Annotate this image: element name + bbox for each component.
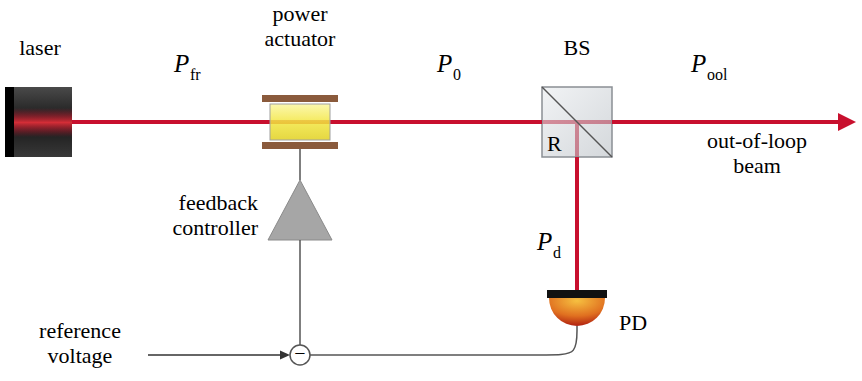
laser-beam (575, 157, 579, 290)
controller-triangle (268, 180, 332, 240)
signal-wire (299, 149, 301, 180)
reflectivity-label: R (547, 131, 567, 156)
laser-body (5, 87, 72, 157)
actuator-body (262, 95, 338, 149)
laser-beam (338, 120, 542, 124)
signal-wire (310, 326, 577, 355)
photodiode (547, 290, 607, 326)
beam-label: out-of-loop beam (697, 128, 817, 179)
component-label: power actuator (250, 1, 350, 52)
beam-splitter-box: BSR (542, 87, 612, 157)
laser-beam (72, 120, 262, 124)
signal-wire (299, 240, 301, 345)
power-actuator: power actuator (262, 95, 338, 149)
signal-label: reference voltage (28, 318, 132, 369)
component-label: PD (619, 310, 669, 335)
photodiode-box: PD (547, 290, 607, 326)
beam-splitter (536, 87, 616, 160)
power-subscript: fr (190, 66, 201, 84)
power-symbol: P (537, 228, 552, 257)
power-subscript: ool (707, 66, 727, 84)
component-label: feedback controller (146, 190, 258, 241)
power-symbol: P (691, 50, 706, 79)
feedback-controller: feedback controller (268, 180, 332, 240)
power-symbol: P (437, 50, 452, 79)
power-subscript: 0 (453, 66, 461, 84)
component-label: BS (542, 35, 612, 60)
summing-junction-node: − (290, 345, 310, 365)
component-label: laser (0, 35, 85, 60)
reference-arrow (148, 351, 290, 360)
laser-box: laser (5, 87, 72, 157)
power-subscript: d (553, 244, 561, 262)
minus-sign: − (290, 343, 310, 363)
power-symbol: P (174, 50, 189, 79)
